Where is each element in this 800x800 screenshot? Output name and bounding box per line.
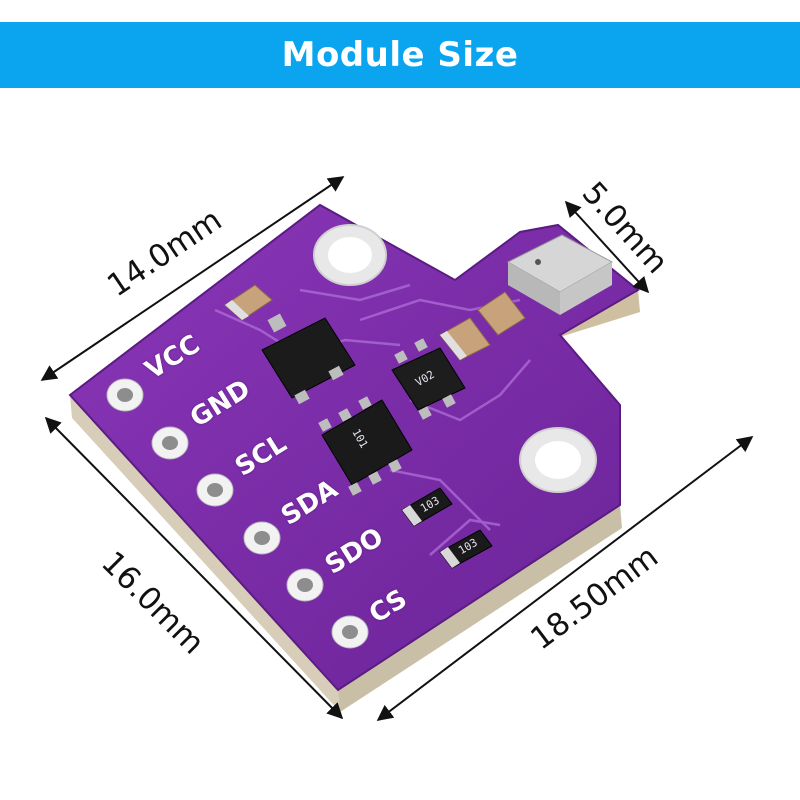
pin-pad-sdo — [286, 568, 324, 602]
mounting-hole-bottom — [519, 427, 597, 493]
pin-pad-gnd — [151, 426, 189, 460]
pin-pad-vcc — [106, 378, 144, 412]
pin-pad-cs — [331, 615, 369, 649]
dim-line-top — [40, 176, 345, 381]
dim-line-diagonal — [376, 436, 754, 721]
level-shifter-chip — [391, 338, 466, 420]
smd-capacitor-3 — [477, 291, 526, 336]
dim-line-left — [44, 416, 344, 720]
header-banner: Module Size — [0, 22, 800, 88]
dimension-lines — [40, 176, 754, 721]
smd-capacitor-2 — [439, 317, 491, 361]
pin-pad-scl — [196, 473, 234, 507]
page-title: Module Size — [281, 35, 519, 75]
dim-line-sensor — [564, 200, 650, 294]
pin-pad-sda — [243, 521, 281, 555]
mounting-hole-top — [313, 224, 387, 286]
